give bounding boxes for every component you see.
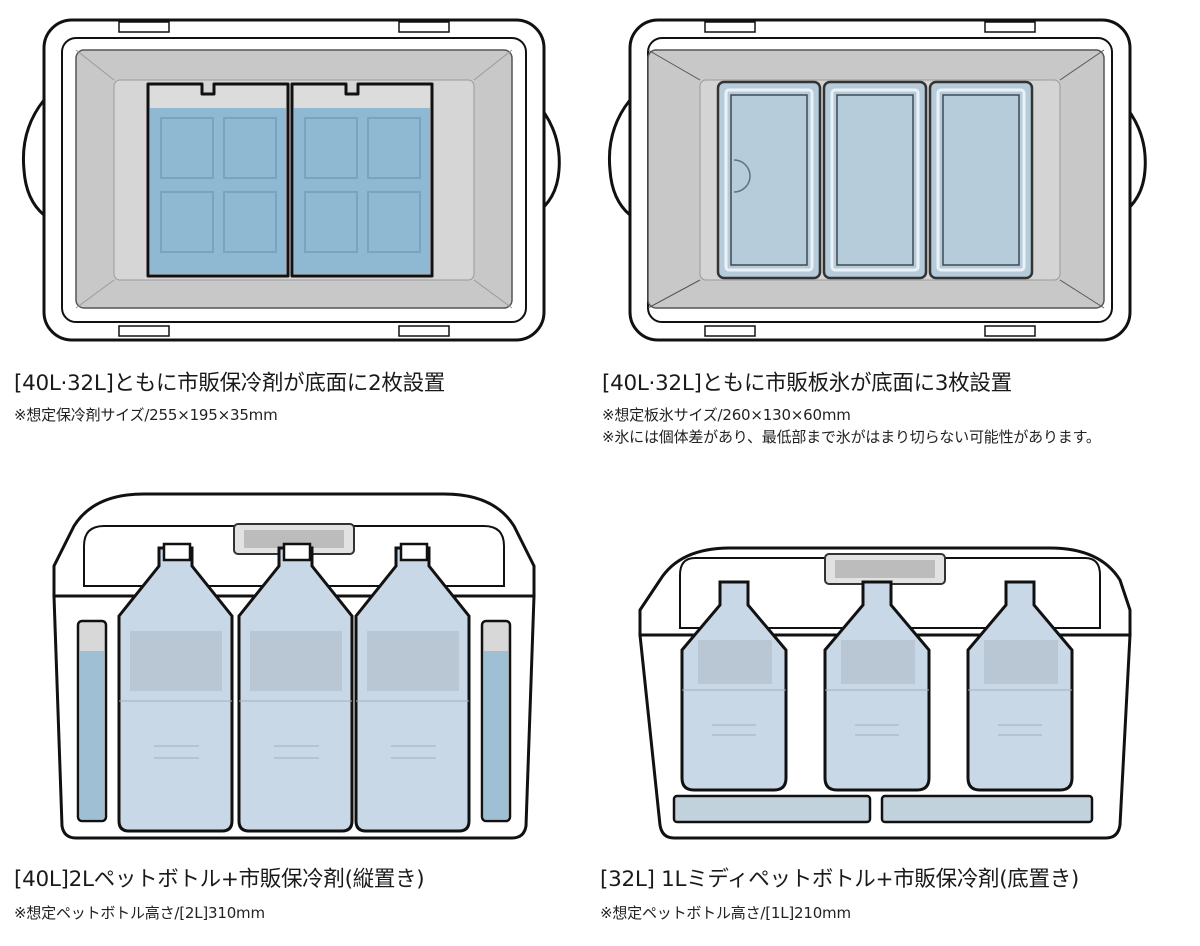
cooler-front-view-1l-bottles — [630, 540, 1150, 850]
caption-title: [40L·32L]ともに市販板氷が底面に3枚設置 — [602, 371, 1012, 396]
caption-note: ※想定板氷サイズ/260×130×60mm — [602, 406, 851, 424]
caption-title: [40L]2Lペットボトル+市販保冷剤(縦置き) — [14, 867, 425, 892]
cooler-front-view-2l-bottles — [34, 486, 554, 846]
ice-pack-1 — [146, 82, 290, 278]
bottle-1l-1 — [680, 580, 788, 792]
caption-top-left: [40L·32L]ともに市販保冷剤が底面に2枚設置 ※想定保冷剤サイズ/255×… — [14, 370, 445, 426]
caption-bottom-right: [32L] 1Lミディペットボトル+市販保冷剤(底置き) ※想定ペットボトル高さ… — [600, 866, 1079, 924]
cooler-top-view-ice-packs — [14, 10, 574, 345]
bottle-2l-2 — [237, 542, 354, 833]
bottle-2l-1 — [117, 542, 234, 833]
cooler-top-view-ice-blocks — [600, 10, 1160, 345]
caption-note: ※想定ペットボトル高さ/[2L]310mm — [14, 904, 265, 922]
bottle-1l-3 — [966, 580, 1074, 792]
bottle-1l-2 — [823, 580, 931, 792]
bottle-2l-3 — [354, 542, 471, 833]
caption-title: [40L·32L]ともに市販保冷剤が底面に2枚設置 — [14, 371, 445, 396]
caption-title: [32L] 1Lミディペットボトル+市販保冷剤(底置き) — [600, 867, 1079, 892]
caption-top-right: [40L·32L]ともに市販板氷が底面に3枚設置 ※想定板氷サイズ/260×13… — [602, 370, 1101, 448]
caption-note: ※氷には個体差があり、最低部まで氷がはまり切らない可能性があります。 — [602, 428, 1101, 446]
ice-block-1 — [716, 80, 822, 280]
caption-note: ※想定保冷剤サイズ/255×195×35mm — [14, 406, 278, 424]
ice-block-2 — [822, 80, 928, 280]
ice-pack-2 — [290, 82, 434, 278]
caption-bottom-left: [40L]2Lペットボトル+市販保冷剤(縦置き) ※想定ペットボトル高さ/[2L… — [14, 866, 425, 924]
ice-block-3 — [928, 80, 1034, 280]
caption-note: ※想定ペットボトル高さ/[1L]210mm — [600, 904, 851, 922]
